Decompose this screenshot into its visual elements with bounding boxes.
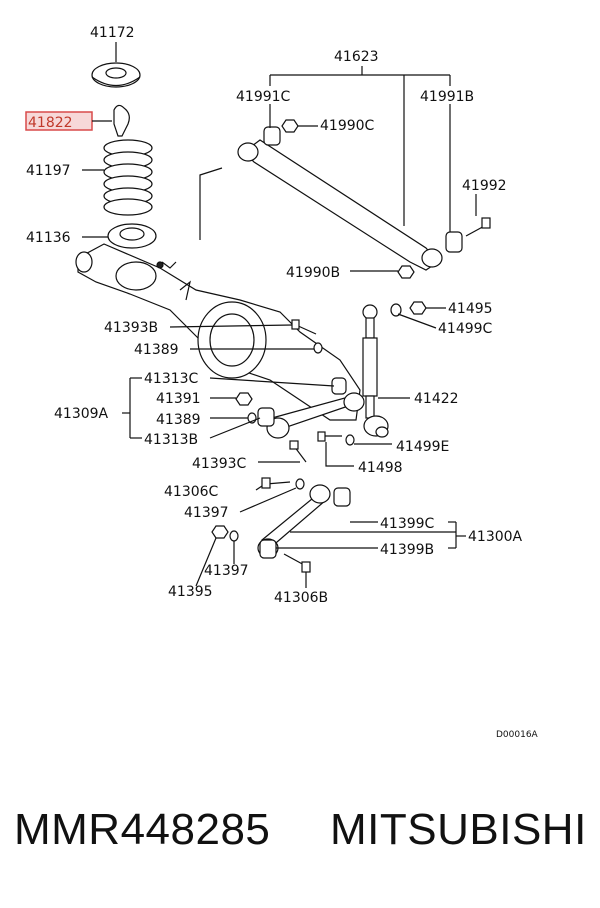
brand-name: MITSUBISHI [330,805,587,854]
washer-41397b[interactable] [229,530,239,542]
washer-41397a[interactable] [295,478,305,490]
label-41822: 41822 [28,115,73,131]
label-41991B: 41991B [420,89,474,105]
label-41300A: 41300A [468,529,523,545]
upper-control-arm[interactable] [237,139,443,271]
nut-41990C[interactable] [281,119,299,133]
spring-seat-lower[interactable] [107,223,157,249]
label-41498: 41498 [358,460,403,476]
label-41389-lower: 41389 [156,412,201,428]
label-41397-lower: 41397 [204,563,249,579]
nut-41990B[interactable] [397,265,415,279]
label-41990C: 41990C [320,118,375,134]
lateral-rod[interactable] [266,392,365,439]
bolt-41498[interactable] [317,431,342,442]
bolt-41306B[interactable] [283,553,311,573]
bolt-41393B[interactable] [291,319,317,335]
bushing-41991B[interactable] [445,231,463,253]
part-number: MMR448285 [14,805,271,854]
label-41391: 41391 [156,391,201,407]
rear-axle-housing[interactable] [75,243,361,421]
label-41313B: 41313B [144,432,198,448]
bushing-41313C[interactable] [331,377,347,395]
bushing-41313B[interactable] [257,407,275,427]
label-41399B: 41399B [380,542,434,558]
label-41172: 41172 [90,25,135,41]
label-41990B: 41990B [286,265,340,281]
label-41422: 41422 [414,391,459,407]
label-41399C: 41399C [380,516,435,532]
nut-41395[interactable] [211,525,229,539]
label-41306C: 41306C [164,484,219,500]
bushing-41399B[interactable] [259,539,277,559]
label-41499E: 41499E [396,439,449,455]
label-41389-upper: 41389 [134,342,179,358]
bushing-41399C[interactable] [333,487,351,507]
label-41395: 41395 [168,584,213,600]
label-41992: 41992 [462,178,507,194]
bushing-41991C[interactable] [263,126,281,146]
nut-41495[interactable] [409,301,427,315]
label-41393C: 41393C [192,456,247,472]
label-41197: 41197 [26,163,71,179]
label-41313C: 41313C [144,371,199,387]
parts-diagram: 41172 41822 41197 41136 41623 41991C 419… [25,25,539,740]
coil-spring[interactable] [103,139,153,216]
bolt-41393C[interactable] [289,440,307,463]
label-41991C: 41991C [236,89,291,105]
washer-41499E[interactable] [345,434,355,446]
footer: MMR448285 MITSUBISHI [0,805,600,885]
label-41309A: 41309A [54,406,109,422]
label-41393B: 41393B [104,320,158,336]
washer-41389a[interactable] [313,342,323,354]
label-41495: 41495 [448,301,493,317]
bolt-41992[interactable] [465,217,491,237]
label-41136: 41136 [26,230,71,246]
shock-absorber[interactable] [362,304,389,438]
label-41306B: 41306B [274,590,328,606]
drawing-code: D00016A [496,730,539,740]
bolt-41306C[interactable] [261,477,291,489]
label-41623: 41623 [334,49,379,65]
spring-seat-upper[interactable] [91,62,141,88]
label-41397-upper: 41397 [184,505,229,521]
bump-stop[interactable] [113,104,130,137]
washer-41499C[interactable] [390,303,402,317]
nut-41391[interactable] [235,392,253,406]
label-41499C: 41499C [438,321,493,337]
